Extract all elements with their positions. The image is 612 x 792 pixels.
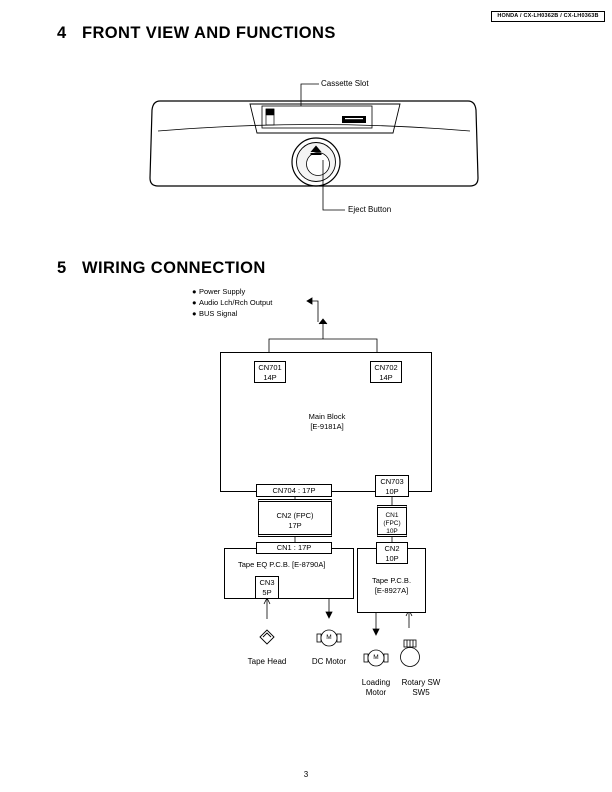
section-4-title: 4 FRONT VIEW AND FUNCTIONS (57, 24, 336, 43)
front-panel-illustration (149, 100, 479, 187)
tape-head-symbol (259, 629, 275, 645)
callout-lines (300, 83, 345, 211)
signal-power-supply: ●Power Supply (192, 287, 246, 296)
page-number: 3 (303, 770, 309, 779)
eject-icon (310, 145, 322, 155)
tape-eq-pcb-name: Tape EQ P.C.B. [E-8790A] (238, 560, 326, 569)
section-4-heading: FRONT VIEW AND FUNCTIONS (82, 24, 336, 42)
section-5-title: 5 WIRING CONNECTION (57, 259, 266, 278)
section-5-number: 5 (57, 259, 67, 277)
tape-pcb-name: Tape P.C.B.[E-8927A] (371, 576, 412, 595)
rotary-switch-symbol (400, 639, 420, 667)
cn1-connector: CN1 : 17P (256, 542, 332, 554)
cn704-connector: CN704 : 17P (256, 484, 332, 497)
loading-motor-symbol (363, 649, 389, 667)
signal-bus: ●BUS Signal (192, 309, 238, 318)
tape-eq-pcb (224, 548, 354, 599)
main-block-name: Main Block[E-9181A] (308, 412, 346, 431)
dc-motor-m-label: M (326, 634, 332, 641)
signal-audio-output: ●Audio Lch/Rch Output (192, 298, 273, 307)
model-header-tag: HONDA / CX-LH0362B / CX-LH0363B (491, 11, 605, 22)
fpc-cable-cn2: CN2 (FPC)17P (258, 499, 332, 537)
loading-motor-m-label: M (373, 654, 379, 661)
eject-button-label: Eject Button (348, 205, 392, 214)
section-4-number: 4 (57, 24, 67, 42)
dc-motor-symbol (316, 629, 342, 647)
fpc-cable-cn1: CN1(FPC)10P (377, 505, 407, 537)
cassette-slot-label: Cassette Slot (321, 79, 369, 88)
section-5-heading: WIRING CONNECTION (82, 259, 266, 277)
tape-head-label: Tape Head (247, 657, 287, 666)
dc-motor-label: DC Motor (311, 657, 347, 666)
